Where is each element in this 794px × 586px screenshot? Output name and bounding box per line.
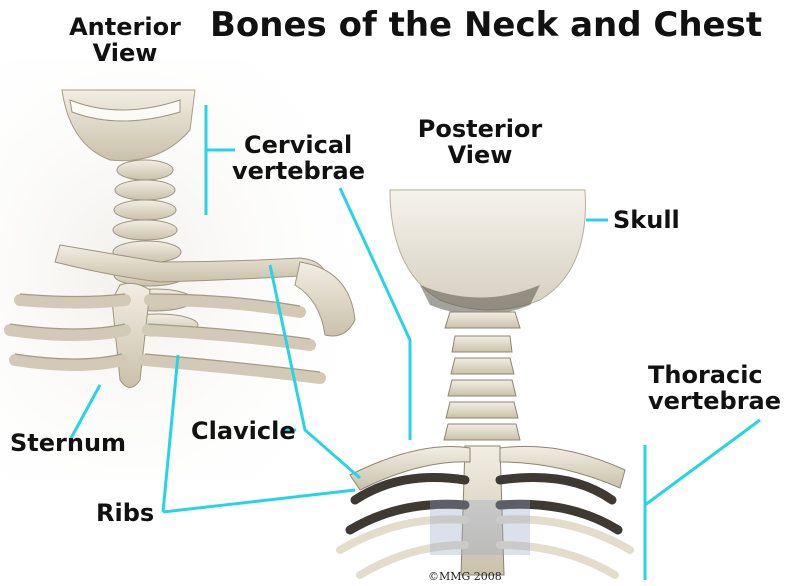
posterior-view-label: Posterior View: [405, 116, 555, 168]
ribs-line-b: [163, 490, 355, 512]
anterior-view-line-2: View: [50, 40, 200, 66]
posterior-view-line-1: Posterior: [405, 116, 555, 142]
diagram-title: Bones of the Neck and Chest: [210, 6, 762, 44]
anterior-view-label: Anterior View: [50, 14, 200, 66]
posterior-view-line-2: View: [405, 142, 555, 168]
thoracic-vertebrae-label: Thoracic vertebrae: [648, 362, 781, 414]
thoracic-vertebrae-line-1: Thoracic: [648, 362, 781, 388]
posterior-illustration: [340, 190, 630, 575]
thoracic-vertebrae-line-2: vertebrae: [648, 388, 781, 414]
anterior-illustration: [0, 60, 370, 480]
copyright-text: ©MMG 2008: [428, 570, 502, 583]
thoracic-leader-line: [645, 420, 760, 505]
skull-label: Skull: [613, 207, 680, 233]
cervical-vertebrae-line-2: vertebrae: [232, 158, 365, 184]
sternum-label: Sternum: [10, 430, 126, 456]
anterior-view-line-1: Anterior: [50, 14, 200, 40]
clavicle-label: Clavicle: [191, 418, 296, 444]
ribs-label: Ribs: [96, 500, 154, 526]
cervical-vertebrae-label: Cervical vertebrae: [232, 132, 365, 184]
cervical-vertebrae-line-1: Cervical: [232, 132, 365, 158]
